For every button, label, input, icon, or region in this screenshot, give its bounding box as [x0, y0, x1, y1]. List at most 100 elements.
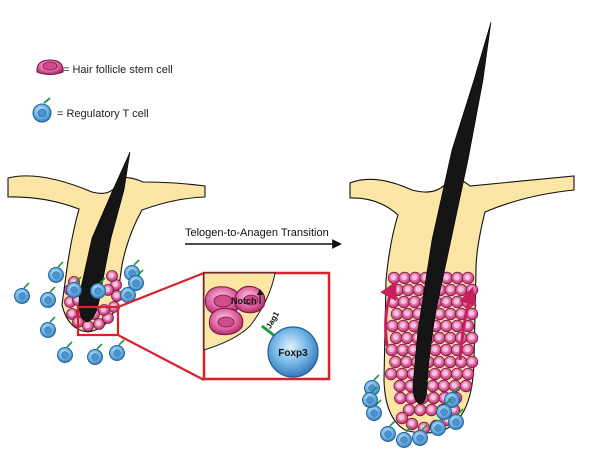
- legend: = Hair follicle stem cell = Regulatory T…: [32, 59, 173, 123]
- stem-cell: [111, 290, 123, 302]
- zoom-connector: [76, 271, 205, 381]
- stem-cell: [444, 307, 457, 321]
- regulatory-t-cell: [40, 316, 56, 338]
- stem-cell: [397, 295, 411, 309]
- stem-cell: [106, 270, 118, 282]
- stem-cell: [93, 318, 105, 330]
- stem-cell: [412, 283, 426, 297]
- stem-cell: [433, 307, 447, 321]
- inset-stem-cell-3: [234, 286, 266, 314]
- stem-cell: [444, 331, 457, 345]
- stem-cell: [414, 403, 427, 417]
- stem-cell: [400, 331, 414, 345]
- regulatory-t-cell: [436, 398, 452, 420]
- stem-cell: [400, 355, 413, 369]
- stem-cell: [440, 295, 453, 309]
- stem-cell: [451, 271, 464, 285]
- stem-cell: [385, 343, 399, 357]
- stem-cell: [405, 417, 419, 431]
- regulatory-t-cell: [412, 424, 428, 446]
- stem-cell: [66, 308, 78, 320]
- stem-cell: [402, 283, 415, 297]
- regulatory-t-cell: [444, 386, 460, 408]
- stem-cell: [465, 331, 479, 345]
- stem-cell: [396, 343, 409, 357]
- foxp3-treg: [267, 326, 319, 378]
- stem-cell: [389, 355, 402, 369]
- stem-cell: [395, 367, 409, 381]
- growth-arrow-right: [458, 286, 477, 361]
- stem-cell: [451, 295, 464, 309]
- telogen-regulatory-t-cells: [14, 259, 144, 365]
- inset-stem-cell-2: [208, 307, 244, 336]
- regulatory-t-cell: [128, 269, 144, 291]
- stem-cell: [397, 319, 410, 333]
- telogen-follicle: [7, 151, 206, 365]
- regulatory-t-cell: [364, 374, 380, 396]
- foxp3-label: Foxp3: [278, 348, 308, 359]
- regulatory-t-cell: [396, 426, 412, 448]
- regulatory-t-cell: [448, 408, 464, 430]
- stem-cell: [461, 271, 475, 285]
- stem-cell: [425, 403, 438, 417]
- transition-label: Telogen-to-Anagen Transition: [185, 227, 329, 239]
- regulatory-t-cell: [14, 282, 30, 304]
- regulatory-t-cell: [90, 277, 106, 299]
- stem-cell: [401, 307, 414, 321]
- inset-panel: Notch Jag1 Foxp3: [202, 271, 331, 381]
- stem-cell: [461, 343, 475, 357]
- stem-cell: [408, 271, 422, 285]
- stem-cell: [393, 379, 406, 393]
- regulatory-t-cell: [366, 399, 382, 421]
- zoom-source-box: [76, 305, 120, 337]
- regulatory-t-cell: [87, 343, 103, 365]
- anagen-hair-shaft: [412, 21, 492, 405]
- stem-cell: [387, 271, 401, 285]
- regulatory-t-cell: [109, 339, 125, 361]
- legend-treg-label: = Regulatory T cell: [57, 108, 149, 120]
- regulatory-t-cell: [380, 420, 396, 442]
- stem-cell: [427, 391, 440, 405]
- legend-treg-icon: [32, 97, 52, 123]
- anagen-regulatory-t-cells: [362, 374, 464, 448]
- regulatory-t-cell: [362, 386, 378, 408]
- stem-cell: [443, 355, 457, 369]
- stem-cell: [459, 379, 473, 393]
- stem-cell: [461, 367, 475, 381]
- jag1-ligand: [261, 324, 277, 339]
- stem-cell: [444, 283, 457, 297]
- stem-cell: [390, 307, 404, 321]
- regulatory-t-cell: [48, 261, 64, 283]
- notch-label: Notch: [231, 296, 257, 306]
- notch-upregulation-arrow: [257, 289, 263, 304]
- stem-cell: [465, 355, 479, 369]
- stem-cell: [439, 367, 453, 381]
- legend-stem-cell-icon: [36, 59, 64, 75]
- inset-stem-cell-1: [204, 286, 242, 316]
- stem-cell: [408, 295, 421, 309]
- regulatory-t-cell: [40, 286, 56, 308]
- stem-cell: [451, 319, 464, 333]
- legend-stem-cell-label: = Hair follicle stem cell: [63, 64, 173, 76]
- anagen-follicle: [349, 21, 575, 448]
- transition-arrow: Telogen-to-Anagen Transition: [185, 227, 342, 249]
- stem-cell: [402, 403, 416, 417]
- stem-cell: [395, 411, 409, 425]
- stem-cell: [440, 343, 453, 357]
- stem-cell: [389, 331, 403, 345]
- stem-cell: [429, 343, 442, 357]
- growth-arrow-left: [380, 280, 397, 347]
- stem-cell: [386, 319, 399, 333]
- stem-cell: [394, 391, 407, 405]
- stem-cell: [428, 367, 442, 381]
- stem-cell: [384, 367, 398, 381]
- stem-cell: [440, 319, 453, 333]
- stem-cell: [426, 379, 440, 393]
- stem-cell: [433, 331, 446, 345]
- stem-cell: [82, 320, 94, 332]
- stem-cell: [450, 367, 464, 381]
- stem-cell: [455, 283, 468, 297]
- regulatory-t-cell: [66, 276, 82, 298]
- regulatory-t-cell: [57, 341, 73, 363]
